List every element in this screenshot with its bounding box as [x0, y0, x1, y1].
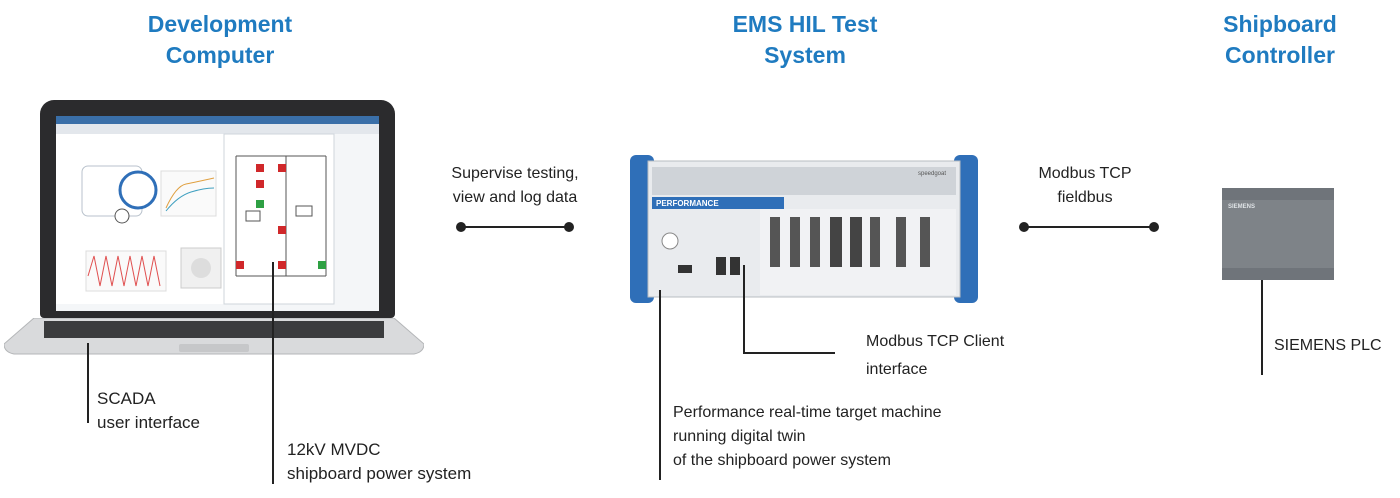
- dev-computer-title: Development Computer: [147, 11, 293, 68]
- supervise-link-end-dot: [564, 222, 574, 232]
- plc-brand-label: SIEMENS: [1228, 204, 1255, 210]
- laptop-screen: [56, 116, 379, 311]
- supervise-link-line: [461, 226, 569, 228]
- hil-target-machine: PERFORMANCE speedgoat: [630, 155, 978, 303]
- scada-leader-line: [87, 343, 89, 423]
- brand-label: speedgoat: [918, 171, 946, 177]
- modbus-client-callout: Modbus TCP Client interface: [866, 333, 1005, 378]
- modbus-client-leader-horizontal: [743, 352, 835, 354]
- laptop-keyboard-base: [4, 318, 424, 355]
- plc-callout: SIEMENS PLC: [1274, 337, 1382, 354]
- scada-screen-graphic: [56, 116, 379, 305]
- mvdc-leader-line: [272, 262, 274, 484]
- performance-callout: Performance real-time target machine run…: [673, 404, 942, 469]
- mvdc-callout: 12kV MVDC shipboard power system: [287, 440, 472, 483]
- shipboard-controller-title: Shipboard Controller: [1223, 11, 1337, 68]
- modbus-link-line: [1024, 226, 1154, 228]
- plc-leader-line: [1261, 280, 1263, 375]
- modbus-client-leader-vertical: [743, 265, 745, 353]
- scada-callout: SCADA user interface: [97, 389, 200, 432]
- panel-label: PERFORMANCE: [656, 199, 719, 208]
- supervise-link-label: Supervise testing, view and log data: [451, 165, 579, 206]
- modbus-link-end-dot: [1149, 222, 1159, 232]
- siemens-plc-device: SIEMENS: [1222, 188, 1334, 280]
- hil-system-title: EMS HIL Test System: [732, 11, 878, 68]
- modbus-link-label: Modbus TCP fieldbus: [1038, 165, 1132, 206]
- performance-leader-line: [659, 290, 661, 480]
